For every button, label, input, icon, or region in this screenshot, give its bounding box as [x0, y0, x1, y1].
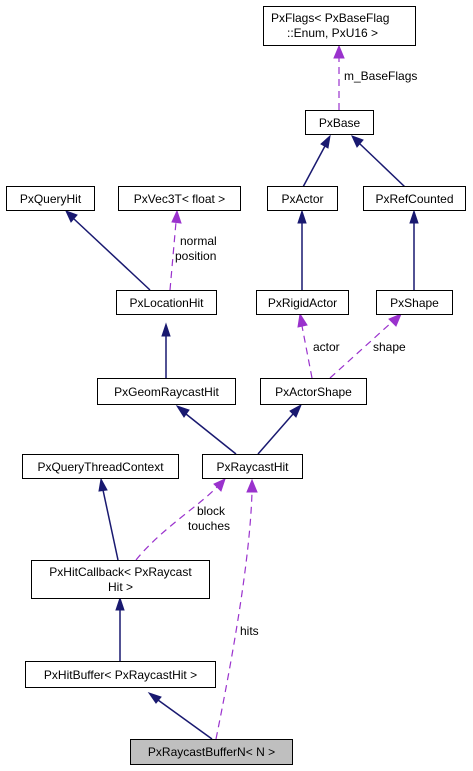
node-label-line-2: Hit > [108, 580, 133, 594]
node-label: PxActorShape [275, 385, 352, 399]
edge-label-mbaseflags: m_BaseFlags [344, 69, 417, 83]
edge-pxactorshape-pxrigidactor [301, 325, 313, 379]
edge-label-shape: shape [373, 340, 406, 354]
node-pxflags[interactable]: PxFlags< PxBaseFlag ::Enum, PxU16 > [263, 6, 416, 46]
node-box [118, 186, 241, 211]
node-pxquerythreadcontext[interactable]: PxQueryThreadContext [22, 454, 179, 479]
node-box [256, 290, 349, 315]
edge-label-touches: touches [188, 519, 230, 533]
node-box [6, 186, 95, 211]
arrowhead-pxgeomraycasthit [175, 405, 190, 418]
node-pxqueryhit[interactable]: PxQueryHit [6, 186, 95, 211]
edge-pxraycastbuffern-pxraycasthit [215, 491, 253, 740]
node-label-line-1: PxHitCallback< PxRaycast [49, 565, 192, 579]
node-label: PxHitBuffer< PxRaycastHit > [44, 668, 197, 682]
node-pxactor[interactable]: PxActor [267, 186, 338, 211]
edge-label-block: block [197, 504, 226, 518]
inheritance-edges [65, 134, 419, 740]
node-label: PxRigidActor [268, 296, 337, 310]
node-pxvec3t[interactable]: PxVec3T< float > [118, 186, 241, 211]
node-box [376, 290, 453, 315]
node-label-line-2: ::Enum, PxU16 > [287, 26, 378, 40]
arrowhead-pxshape [388, 313, 402, 327]
node-box [263, 6, 416, 46]
usage-edges [135, 44, 402, 740]
node-label: PxQueryHit [20, 192, 82, 206]
node-label: PxRefCounted [375, 192, 453, 206]
edge-pxrefcounted-pxbase [359, 143, 406, 188]
arrowhead-pxrefcounted [409, 209, 419, 224]
node-pxhitbuffer[interactable]: PxHitBuffer< PxRaycastHit > [25, 661, 216, 688]
edge-pxactor-pxbase [302, 145, 326, 188]
node-label: PxShape [390, 296, 439, 310]
arrowhead-pxqueryhit [65, 210, 78, 223]
edge-label-normal: normal [180, 234, 217, 248]
node-box [22, 454, 179, 479]
node-label: PxLocationHit [129, 296, 204, 310]
node-label: PxActor [281, 192, 323, 206]
node-pxgeomraycasthit[interactable]: PxGeomRaycastHit [97, 378, 236, 405]
node-pxraycastbuffern[interactable]: PxRaycastBufferN< N > [130, 739, 293, 765]
edge-pxraycasthit-pxgeomraycasthit [185, 413, 237, 455]
node-box [202, 454, 303, 479]
nodes: PxFlags< PxBaseFlag ::Enum, PxU16 > PxBa… [6, 6, 466, 765]
arrowhead-pxhitbuffer [147, 692, 162, 704]
arrowhead-pxrigidactor [297, 312, 308, 328]
arrowhead-pxflags [333, 44, 345, 59]
arrowhead-pxraycasthit-block [213, 478, 226, 492]
edge-label-actor: actor [313, 340, 340, 354]
arrowhead-pxactor [297, 209, 307, 224]
edge-labels: m_BaseFlags normal position actor shape … [175, 69, 417, 638]
node-box-current [130, 739, 293, 765]
node-pxrefcounted[interactable]: PxRefCounted [363, 186, 466, 211]
edge-pxraycastbuffern-pxhitbuffer [157, 699, 213, 740]
arrowhead-pxvec3t [171, 209, 182, 224]
node-box [25, 661, 216, 688]
node-label: PxRaycastHit [216, 460, 289, 474]
node-pxhitcallback[interactable]: PxHitCallback< PxRaycast Hit > [31, 560, 210, 599]
edge-pxactorshape-pxshape [329, 321, 393, 379]
arrowhead-pxhitcallback [115, 596, 125, 611]
arrowhead-pxraycasthit-hits [246, 478, 258, 493]
node-box [97, 378, 236, 405]
node-label: PxGeomRaycastHit [114, 385, 219, 399]
node-pxactorshape[interactable]: PxActorShape [260, 378, 367, 405]
edge-pxlocationhit-pxqueryhit [73, 218, 151, 291]
node-label: PxBase [319, 116, 361, 130]
node-pxraycasthit[interactable]: PxRaycastHit [202, 454, 303, 479]
node-pxrigidactor[interactable]: PxRigidActor [256, 290, 349, 315]
edge-label-hits: hits [240, 624, 259, 638]
arrowhead-pxactorshape [289, 403, 303, 418]
node-box [260, 378, 367, 405]
edge-pxhitcallback-pxquerythreadcontext [102, 489, 119, 561]
arrowhead-pxquerythreadcontext [98, 477, 108, 492]
node-box [363, 186, 466, 211]
edge-pxraycasthit-pxactorshape [257, 413, 294, 455]
node-box [267, 186, 338, 211]
arrowhead-pxbase-from-pxrefcounted [351, 135, 364, 148]
node-box [116, 290, 217, 315]
node-pxlocationhit[interactable]: PxLocationHit [116, 290, 217, 315]
node-label: PxQueryThreadContext [37, 460, 164, 474]
node-box [31, 560, 210, 599]
node-label-line-1: PxFlags< PxBaseFlag [271, 11, 389, 25]
node-pxshape[interactable]: PxShape [376, 290, 453, 315]
edge-label-position: position [175, 249, 216, 263]
arrowhead-pxbase-from-pxactor [320, 134, 331, 149]
node-label: PxRaycastBufferN< N > [148, 745, 275, 759]
edge-pxhitcallback-pxraycasthit [135, 486, 218, 561]
node-box [305, 110, 374, 135]
node-label: PxVec3T< float > [134, 192, 225, 206]
arrowhead-pxlocationhit [161, 322, 171, 337]
node-pxbase[interactable]: PxBase [305, 110, 374, 135]
